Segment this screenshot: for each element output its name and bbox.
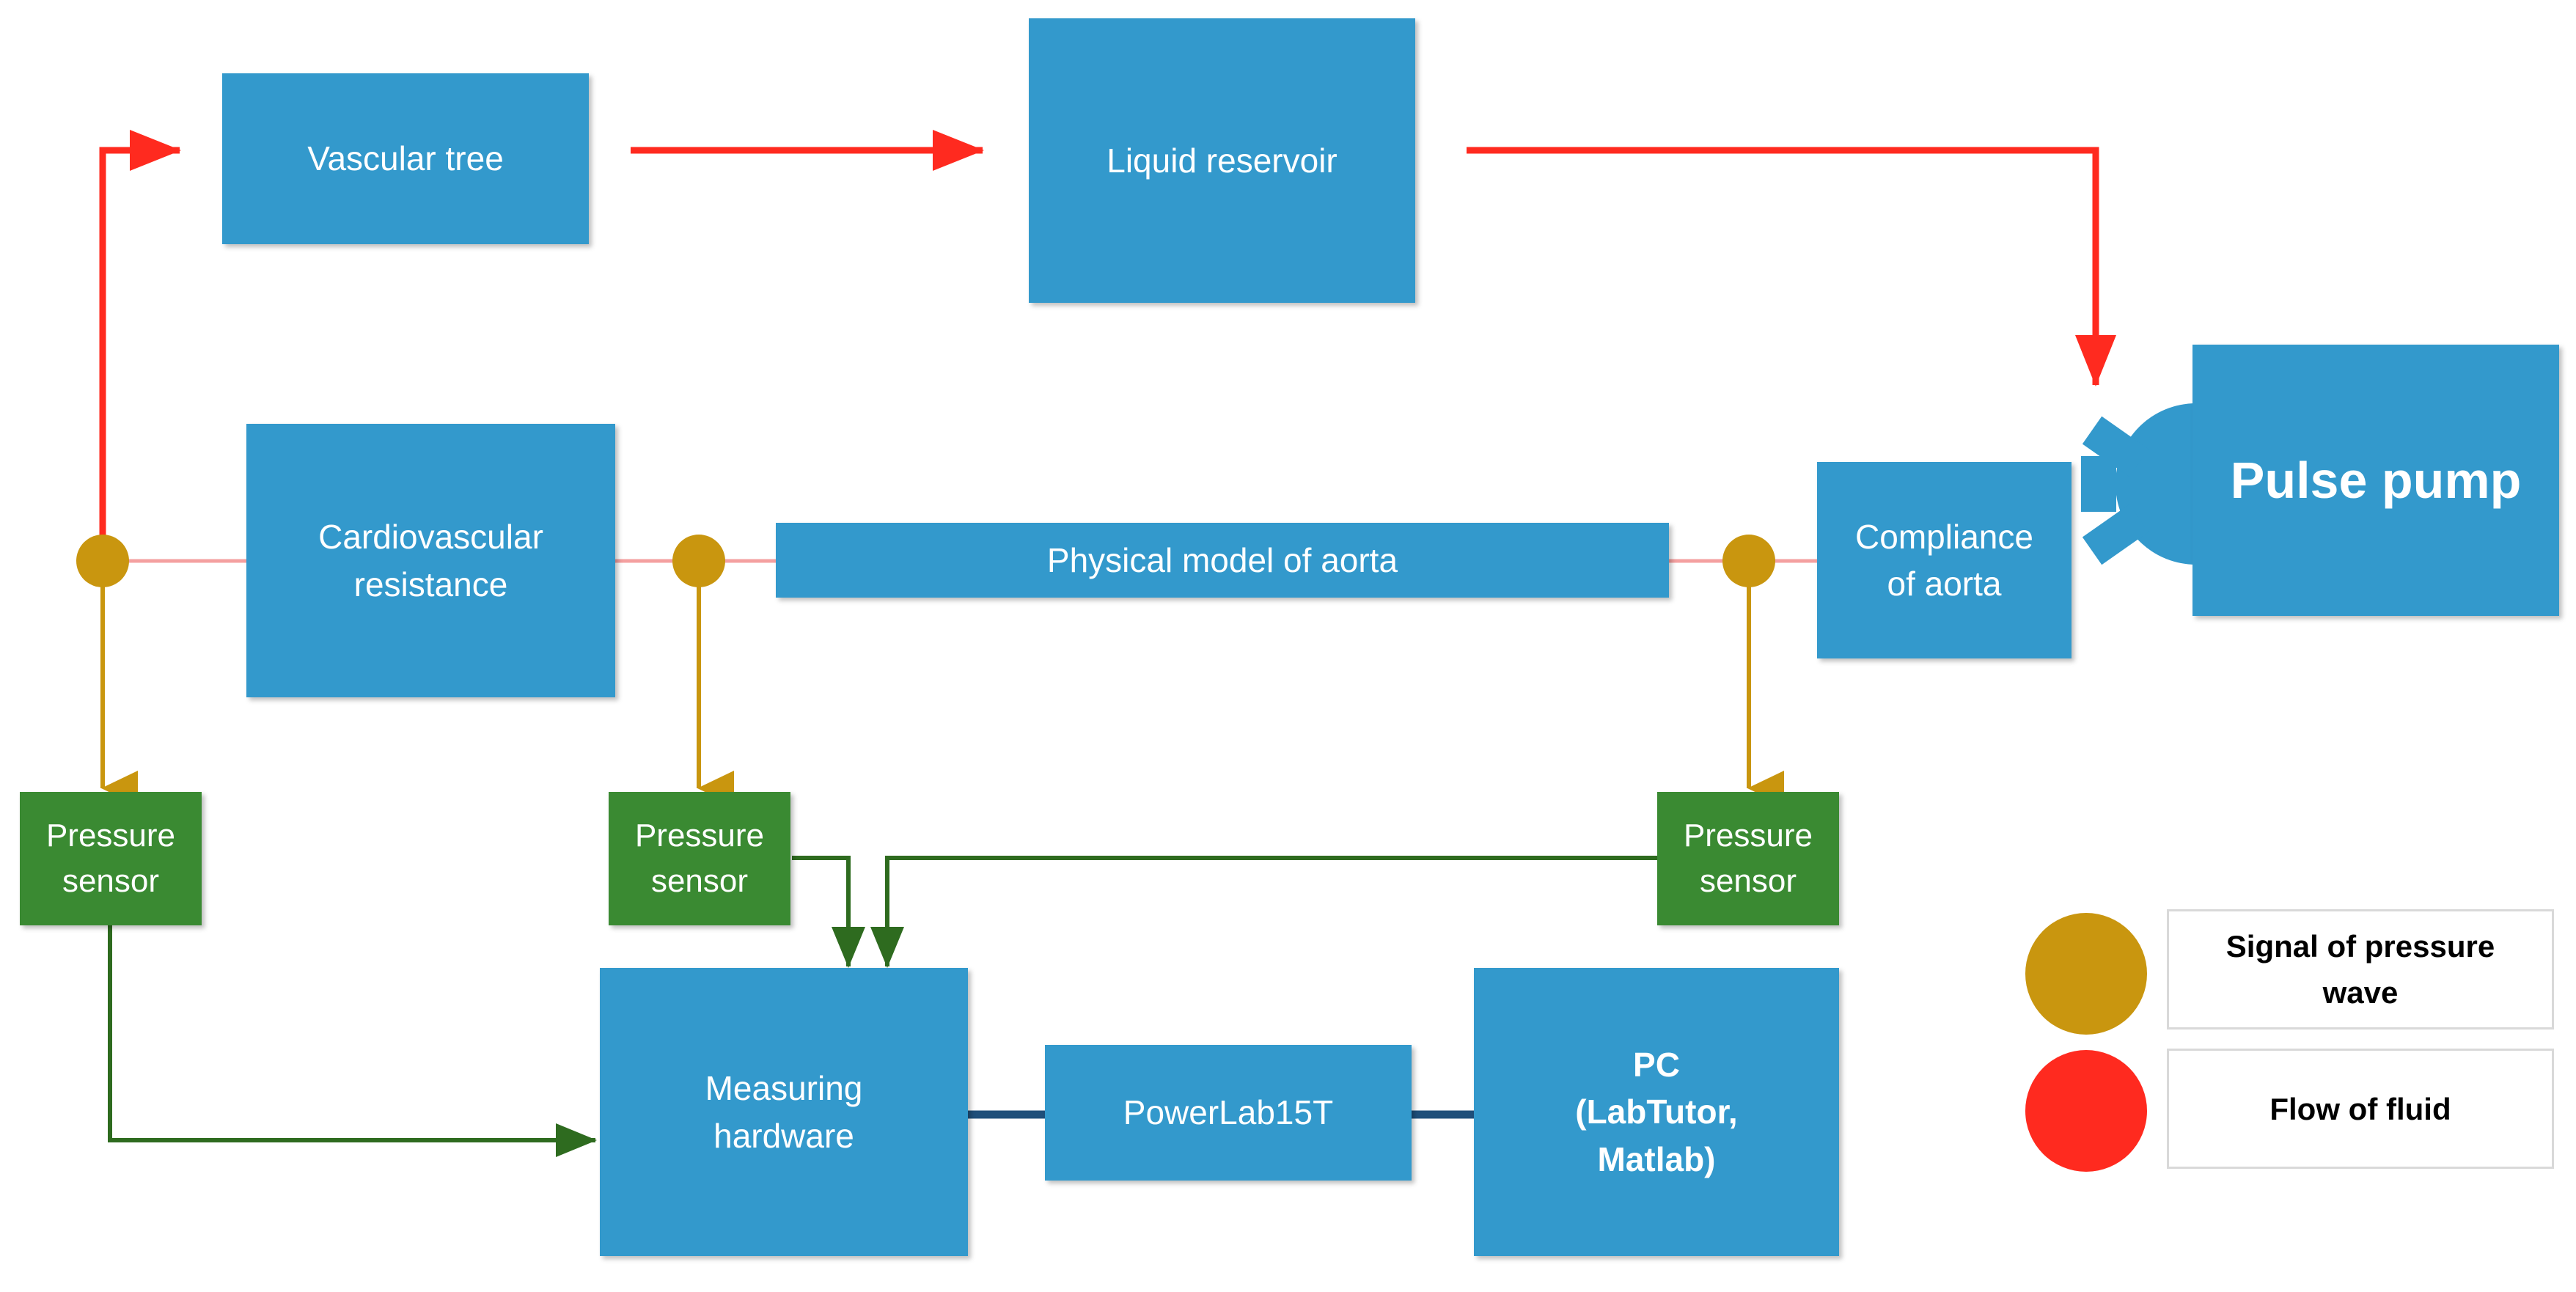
signal-junction-dot: [1722, 535, 1775, 587]
pressure-sensor-label: Pressure: [634, 818, 765, 854]
pressure-sensor-label: sensor: [1699, 863, 1797, 899]
legend-swatch-fluid-flow: [2025, 1050, 2147, 1172]
pc-label: PC: [1633, 1045, 1680, 1084]
cardiovascular-resistance-box: Cardiovascular resistance: [246, 424, 615, 697]
measuring-hardware-label: Measuring: [705, 1069, 863, 1108]
pressure-sensor-label: Pressure: [1683, 818, 1813, 854]
vascular-tree-label: Vascular tree: [307, 139, 504, 178]
legend-swatch-pressure-signal: [2025, 913, 2147, 1035]
pressure-sensor-label: sensor: [650, 863, 749, 899]
pressure-sensor-box: Pressure sensor: [1657, 792, 1839, 925]
flow-line-reservoir-to-pump: [1467, 147, 2116, 386]
measuring-hardware-label: hardware: [713, 1116, 854, 1155]
legend-pressure-signal-label: wave: [2322, 975, 2399, 1010]
pressure-sensor-label: Pressure: [45, 818, 176, 854]
signal-junction-dot: [672, 535, 725, 587]
pump-blade: [2081, 456, 2116, 512]
liquid-reservoir-box: Liquid reservoir: [1029, 18, 1415, 303]
compliance-label: of aorta: [1887, 565, 2002, 603]
signal-junction-dot: [76, 535, 129, 587]
sensor-line-right: [870, 856, 1657, 968]
physical-model-box: Physical model of aorta: [776, 523, 1669, 598]
physical-model-label: Physical model of aorta: [1046, 540, 1398, 579]
legend-pressure-signal: Signal of pressure wave: [2167, 909, 2554, 1029]
liquid-reservoir-label: Liquid reservoir: [1107, 141, 1337, 180]
pump-blade: [2082, 504, 2149, 565]
flow-line-junction-to-vascular-tree: [99, 130, 181, 561]
pulse-pump-label: Pulse pump: [2230, 452, 2522, 509]
pressure-sensor-box: Pressure sensor: [609, 792, 790, 925]
vascular-tree-box: Vascular tree: [222, 73, 589, 244]
pc-box: PC (LabTutor, Matlab): [1474, 968, 1839, 1256]
pressure-sensor-box: Pressure sensor: [20, 792, 202, 925]
cardiovascular-resistance-label: resistance: [353, 565, 508, 603]
pc-label: (LabTutor,: [1575, 1093, 1738, 1131]
legend-fluid-flow: Flow of fluid: [2167, 1049, 2554, 1169]
legend-fluid-flow-label: Flow of fluid: [2269, 1091, 2451, 1126]
powerlab-label: PowerLab15T: [1123, 1093, 1334, 1132]
sensor-line-left: [108, 925, 597, 1157]
cardiovascular-resistance-label: Cardiovascular: [318, 518, 543, 557]
compliance-box: Compliance of aorta: [1817, 462, 2072, 658]
pump-blade: [2082, 416, 2149, 477]
pressure-sensor-label: sensor: [62, 863, 160, 899]
measuring-hardware-box: Measuring hardware: [600, 968, 968, 1256]
pc-label: Matlab): [1597, 1139, 1716, 1178]
pulse-pump-box: Pulse pump: [2192, 345, 2559, 616]
powerlab-box: PowerLab15T: [1045, 1045, 1412, 1181]
compliance-label: Compliance: [1855, 517, 2033, 556]
legend-pressure-signal-label: Signal of pressure: [2225, 929, 2495, 964]
sensor-line-middle: [792, 856, 865, 968]
